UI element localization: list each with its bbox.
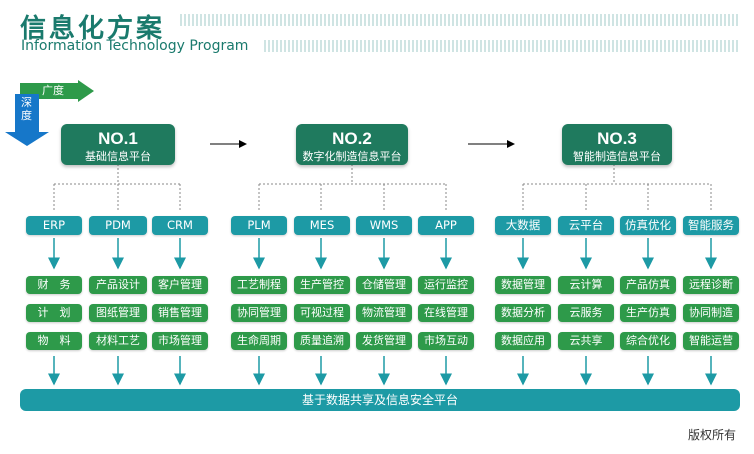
item-online-mgmt: 在线管理 [418, 304, 474, 322]
item-customer-mgmt: 客户管理 [152, 276, 208, 294]
item-overall-optimization: 综合优化 [620, 332, 676, 350]
item-product-design: 产品设计 [89, 276, 147, 294]
item-sales-mgmt: 销售管理 [152, 304, 208, 322]
item-cloud-sharing: 云共享 [558, 332, 614, 350]
category-erp: ERP [26, 216, 82, 235]
platform-3-number: NO.3 [597, 129, 637, 148]
platform-1-name: 基础信息平台 [85, 150, 151, 163]
item-data-analysis: 数据分析 [495, 304, 551, 322]
item-production-simulation: 生产仿真 [620, 304, 676, 322]
base-platform-bar: 基于数据共享及信息安全平台 [20, 389, 740, 411]
item-data-application: 数据应用 [495, 332, 551, 350]
copyright-text: 版权所有 [687, 428, 736, 442]
item-run-monitor: 运行监控 [418, 276, 474, 294]
platform-3-name: 智能制造信息平台 [573, 150, 661, 163]
category-cloud-platform: 云平台 [558, 216, 614, 235]
item-cloud-computing: 云计算 [558, 276, 614, 294]
page-subtitle: Information Technology Program [21, 38, 249, 54]
depth-arrow: 深度 [5, 94, 49, 146]
platform-2-box: NO.2 数字化制造信息平台 [296, 124, 408, 165]
item-market-interaction: 市场互动 [418, 332, 474, 350]
category-wms: WMS [356, 216, 412, 235]
depth-label: 深度 [21, 96, 32, 122]
subtitle-decoration [264, 40, 740, 52]
item-warehouse-mgmt: 仓储管理 [356, 276, 412, 294]
platform-3-box: NO.3 智能制造信息平台 [562, 124, 672, 165]
category-app: APP [418, 216, 474, 235]
title-decoration [180, 14, 740, 26]
category-crm: CRM [152, 216, 208, 235]
item-collaboration-mgmt: 协同管理 [231, 304, 287, 322]
category-smart-service: 智能服务 [683, 216, 739, 235]
category-mes: MES [294, 216, 350, 235]
item-data-mgmt: 数据管理 [495, 276, 551, 294]
item-cloud-service: 云服务 [558, 304, 614, 322]
item-material-process: 材料工艺 [89, 332, 147, 350]
item-process-routing: 工艺制程 [231, 276, 287, 294]
item-materials: 物 料 [26, 332, 82, 350]
platform-1-box: NO.1 基础信息平台 [61, 124, 175, 165]
platform-1-number: NO.1 [98, 129, 138, 148]
item-logistics-mgmt: 物流管理 [356, 304, 412, 322]
item-market-mgmt: 市场管理 [152, 332, 208, 350]
item-smart-operation: 智能运营 [683, 332, 739, 350]
item-production-control: 生产管控 [294, 276, 350, 294]
item-collaborative-manufacturing: 协同制造 [683, 304, 739, 322]
item-shipping-mgmt: 发货管理 [356, 332, 412, 350]
breadth-label: 广度 [42, 84, 64, 97]
category-plm: PLM [231, 216, 287, 235]
item-visual-process: 可视过程 [294, 304, 350, 322]
page-title: 信息化方案 [20, 14, 166, 44]
item-product-simulation: 产品仿真 [620, 276, 676, 294]
platform-2-number: NO.2 [332, 129, 372, 148]
category-big-data: 大数据 [495, 216, 551, 235]
item-lifecycle: 生命周期 [231, 332, 287, 350]
category-simulation: 仿真优化 [620, 216, 676, 235]
item-remote-diagnosis: 远程诊断 [683, 276, 739, 294]
item-drawing-mgmt: 图纸管理 [89, 304, 147, 322]
item-planning: 计 划 [26, 304, 82, 322]
item-finance: 财 务 [26, 276, 82, 294]
category-pdm: PDM [89, 216, 147, 235]
platform-2-name: 数字化制造信息平台 [302, 150, 402, 163]
item-quality-trace: 质量追溯 [294, 332, 350, 350]
